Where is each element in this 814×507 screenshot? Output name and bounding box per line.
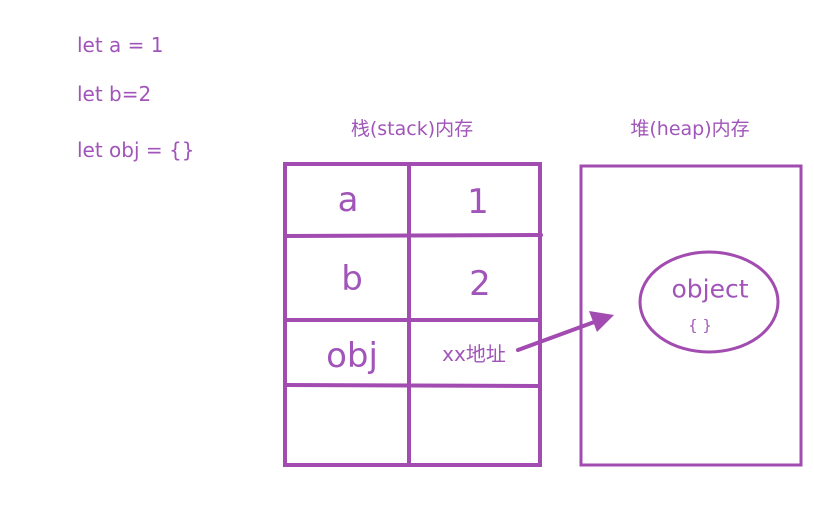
stack-table	[283, 162, 543, 467]
code-line-b: let b=2	[77, 82, 152, 106]
stack-value-obj: xx地址	[442, 342, 506, 366]
stack-name-a: a	[337, 180, 359, 220]
stack-value-b: 2	[469, 264, 491, 304]
stack-table-row-divider-3	[283, 383, 542, 388]
code-line-a: let a = 1	[77, 33, 164, 57]
stack-title: 栈(stack)内存	[350, 118, 474, 140]
stack-value-a: 1	[467, 182, 489, 222]
stack-table-border	[283, 162, 542, 467]
stack-table-row-divider-1	[283, 233, 543, 238]
code-line-obj: let obj = {}	[77, 138, 195, 162]
pointer-arrow-head	[589, 311, 614, 332]
object-ellipse	[638, 250, 780, 354]
object-label: object	[671, 274, 749, 304]
pointer-arrow-shaft	[516, 319, 599, 352]
object-value: { }	[688, 316, 712, 335]
stack-name-obj: obj	[326, 336, 378, 376]
heap-title: 堆(heap)内存	[630, 118, 750, 140]
heap-box	[579, 164, 803, 467]
pointer-arrow	[516, 311, 614, 352]
stack-name-b: b	[341, 259, 363, 299]
